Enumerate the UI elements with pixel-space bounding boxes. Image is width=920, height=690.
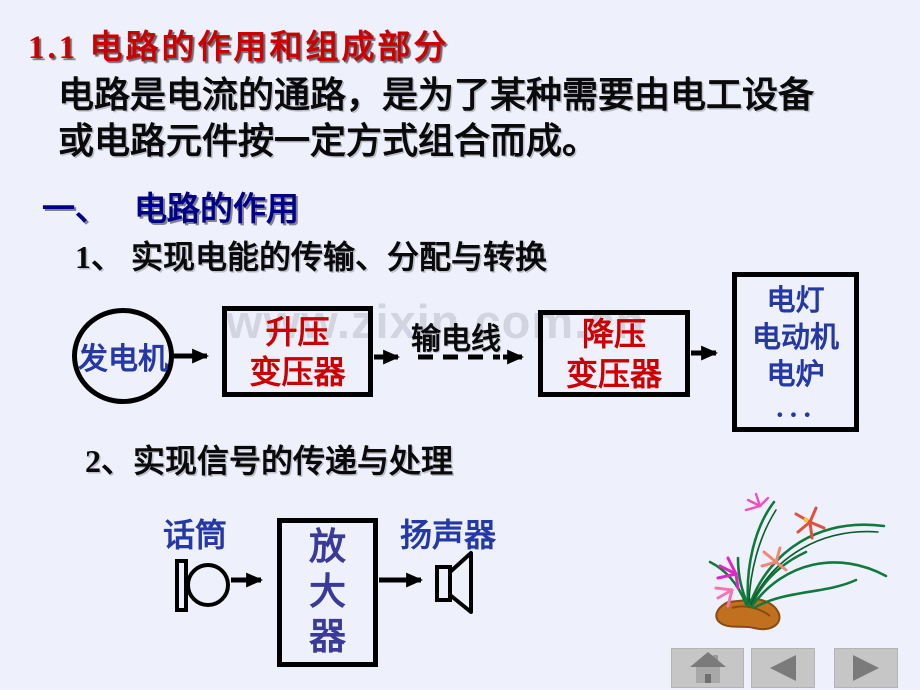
load-item: 电灯	[766, 285, 825, 317]
leaves	[708, 500, 888, 610]
load-ellipsis: ···	[774, 399, 816, 431]
slide-title: 1.1 电路的作用和组成部分	[28, 30, 450, 66]
microphone-icon	[175, 559, 230, 612]
intro-line-1: 电路是电流的通路，是为了某种需要由电工设备	[58, 75, 815, 115]
amplifier-char-3: 器	[309, 617, 346, 658]
step-up-line1: 升压	[265, 313, 330, 350]
step-down-line2: 变压器	[565, 355, 662, 392]
step-down-transformer-box: 降压 变压器	[538, 310, 690, 397]
flower-petals	[714, 492, 826, 608]
previous-slide-button[interactable]	[751, 648, 815, 688]
point-2: 2、实现信号的传递与处理	[85, 443, 454, 479]
section-heading-number: 一、	[42, 192, 108, 228]
amplifier-char-2: 大	[309, 572, 346, 613]
point-1: 1、 实现电能的传输、分配与转换	[75, 239, 548, 275]
section-heading: 一、电路的作用	[42, 182, 299, 230]
load-item: 电动机	[751, 322, 839, 354]
home-icon	[689, 652, 726, 683]
generator-node: 发电机	[72, 308, 174, 404]
previous-arrow-icon	[770, 655, 796, 681]
next-arrow-icon	[853, 655, 879, 681]
intro-line-2: 或电路元件按一定方式组合而成。	[58, 121, 599, 161]
load-item: 电炉	[766, 359, 825, 391]
microphone-label: 话筒	[163, 517, 228, 553]
generator-label: 发电机	[78, 343, 168, 376]
step-up-transformer-box: 升压 变压器	[222, 306, 373, 397]
amplifier-char-1: 放	[309, 527, 346, 568]
home-button[interactable]	[671, 648, 744, 688]
step-up-line2: 变压器	[249, 353, 346, 390]
rock-shape	[715, 598, 781, 631]
orchid-flower-image	[708, 492, 888, 631]
transmission-line-label: 输电线	[411, 323, 501, 356]
watermark: www.zixin.com.cn	[226, 295, 646, 348]
next-slide-button[interactable]	[834, 648, 898, 688]
speaker-icon	[435, 551, 473, 614]
section-heading-text: 电路的作用	[134, 192, 299, 228]
speaker-label: 扬声器	[400, 517, 497, 553]
amplifier-box: 放 大 器	[277, 518, 378, 667]
step-down-line1: 降压	[581, 315, 646, 352]
loads-box: 电灯 电动机 电炉 ···	[732, 272, 859, 432]
